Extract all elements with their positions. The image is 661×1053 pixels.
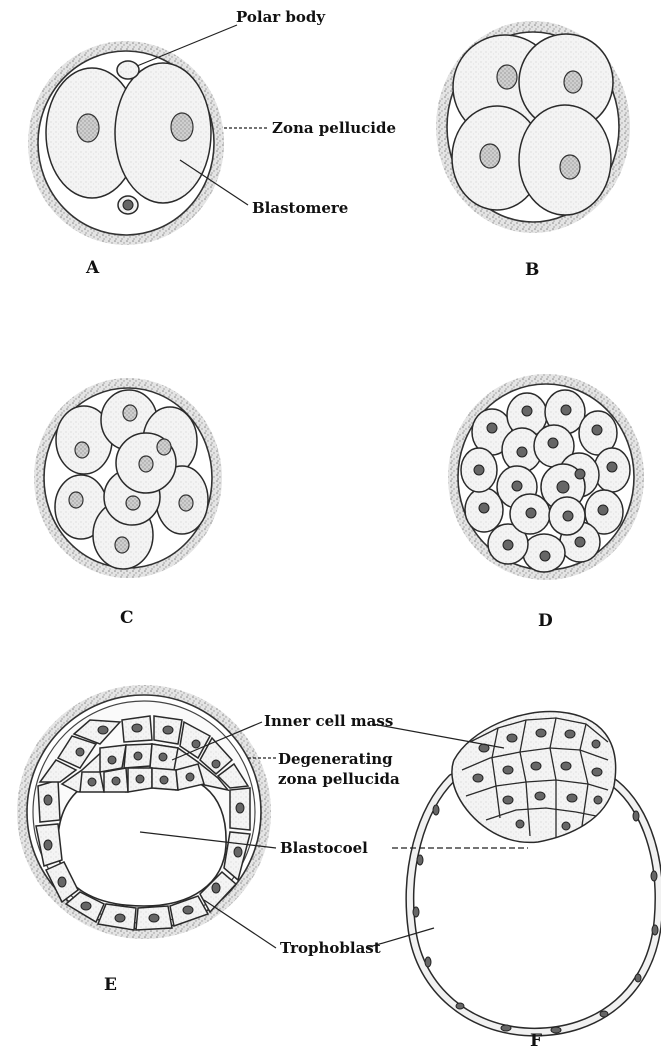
- label-zona-pellucida: zona pellucida: [278, 770, 400, 788]
- label-blastomere: Blastomere: [252, 199, 348, 217]
- panel-d-morula: [448, 374, 644, 580]
- panel-e-early-blastocyst: [17, 685, 271, 939]
- label-inner-cell-mass: Inner cell mass: [264, 712, 393, 730]
- panel-label-b: B: [525, 260, 539, 280]
- label-blastocoel: Blastocoel: [280, 839, 368, 857]
- label-degenerating: Degenerating: [278, 750, 393, 768]
- label-polar-body: Polar body: [236, 8, 326, 26]
- label-trophoblast: Trophoblast: [280, 939, 381, 957]
- label-zona-pellucide: Zona pellucide: [272, 119, 396, 137]
- panel-a-two-cell-stage: [28, 41, 224, 245]
- panel-f-late-blastocyst: [410, 712, 659, 1033]
- polar-body-top: [117, 61, 139, 79]
- panel-label-e: E: [104, 975, 117, 995]
- panel-label-c: C: [120, 608, 134, 628]
- panel-c-eight-cell-stage: [34, 378, 222, 578]
- panel-label-d: D: [538, 611, 553, 631]
- panel-label-f: F: [530, 1031, 542, 1051]
- trophoblast-leader-e: [204, 900, 276, 948]
- blastomere-right: [115, 63, 211, 203]
- panel-b-four-cell-stage: [436, 21, 630, 233]
- panel-label-a: A: [85, 258, 100, 278]
